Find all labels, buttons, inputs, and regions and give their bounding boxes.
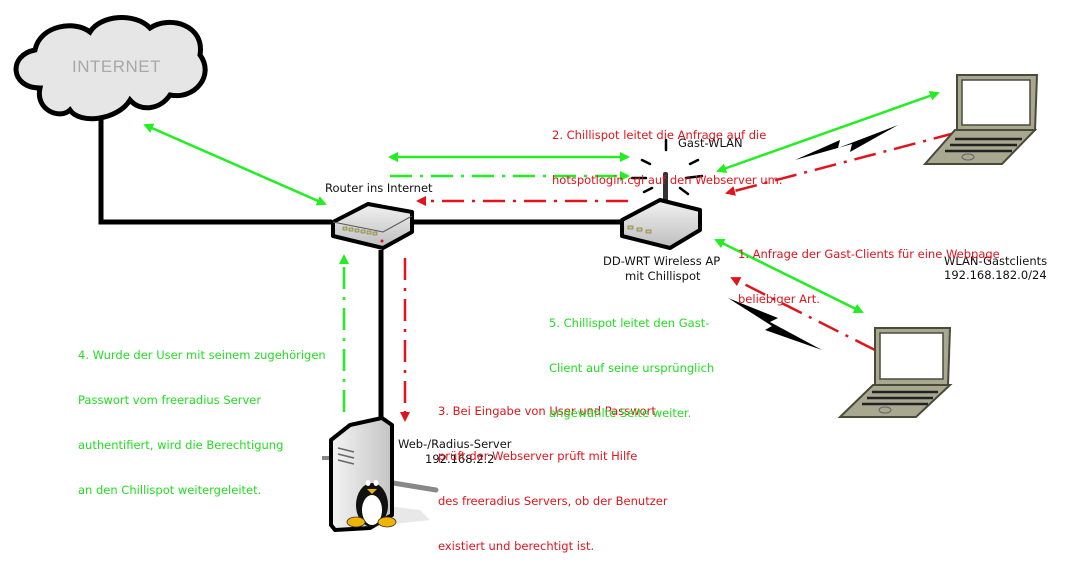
arrow-ap-laptop2 [714,238,864,314]
step-3-line: prüft der Webserver prüft mit Hilfe [438,449,638,463]
step-2-line: 2. Chillispot leitet die Anfrage auf die [552,128,767,142]
step-4-line: authentifiert, wird die Berechtigung [78,438,284,452]
cables [98,100,628,420]
tux-penguin-icon [346,480,397,528]
step-3-line: des freeradius Servers, ob der Benutzer [438,494,668,508]
step-3-line: 3. Bei Eingabe von User und Passwort [438,404,656,418]
server-label-line1: Web-/Radius-Server [398,437,512,451]
arrow-laptop1-ap [716,90,940,174]
wireless-bolt-icon-2 [728,298,822,350]
step-2-text: 2. Chillispot leitet die Anfrage auf die… [552,98,782,203]
arrow-laptop2-ap-request [730,276,876,352]
step-1-text: 1. Anfrage der Gast-Clients für eine Web… [738,217,1000,322]
wireless-bolt-icon-1 [795,125,898,160]
arrow-internet-router [143,123,327,206]
step-3-line: existiert und berechtigt ist. [438,539,595,553]
clients-label-line2: 192.168.182.0/24 [944,268,1047,282]
step-4-text: 4. Wurde der User mit seinem zugehörigen… [78,318,326,513]
step-4-line: Passwort vom freeradius Server [78,393,262,407]
step-5-line: Client auf seine ursprünglich [549,361,715,375]
clients-label-line1: WLAN-Gastclients [944,254,1048,268]
cable-internet-router [98,100,332,225]
step-1-line: beliebiger Art. [738,292,820,306]
laptop-icon-1 [922,74,1039,165]
internet-cloud-icon [13,14,208,122]
step-5-line: 5. Chillispot leitet den Gast- [549,316,710,330]
ssid-label: Gast-WLAN [678,136,743,150]
server-label-line2: 192.168.2.2 [425,452,495,466]
step-2-line: hotspotlogin.cgi auf den Webserver um. [552,173,783,187]
step-1-line: 1. Anfrage der Gast-Clients für eine Web… [738,247,1000,261]
green-flows [143,90,940,412]
step-5-line: angewählte Seite weiter. [549,406,692,420]
red-flows [400,131,956,422]
laptop-icon-2 [837,327,953,418]
access-point-label-line1: DD-WRT Wireless AP [603,254,721,268]
access-point-label-line2: mit Chillispot [625,269,701,283]
network-diagram [13,14,1039,532]
access-point-icon [620,138,704,250]
router-label: Router ins Internet [325,181,433,195]
step-4-line: an den Chillispot weitergeleitet. [78,483,262,497]
arrow-laptop1-ap-request [725,131,956,196]
router-icon [331,202,414,250]
step-5-text: 5. Chillispot leitet den Gast- Client au… [549,286,714,436]
internet-label: INTERNET [72,57,161,76]
step-4-line: 4. Wurde der User mit seinem zugehörigen [78,348,326,362]
